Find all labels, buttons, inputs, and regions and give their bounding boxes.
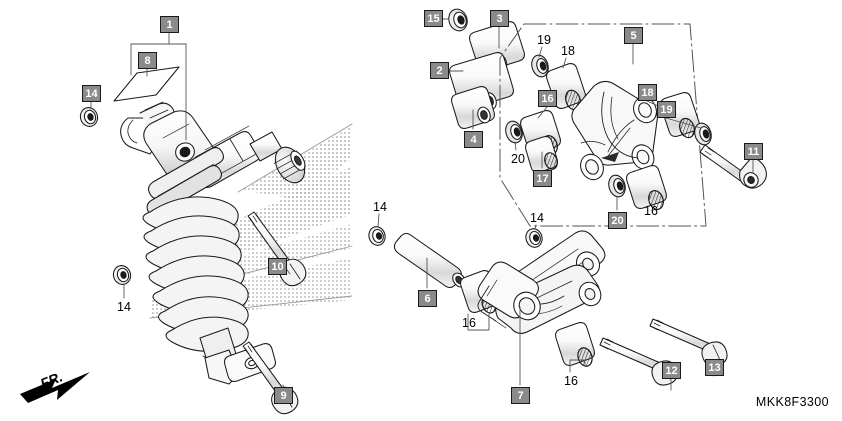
sealing-washer-arm-left [368, 226, 386, 246]
sealing-washer-arm-right [525, 228, 543, 248]
callout-15[interactable]: 15 [424, 10, 443, 27]
callout-4[interactable]: 4 [464, 131, 483, 148]
oil-seal-small-bottom [608, 174, 626, 198]
callout-18[interactable]: 18 [561, 44, 575, 58]
callout-11[interactable]: 11 [744, 143, 763, 160]
link-assembly-group-boundary [499, 23, 707, 227]
callout-5[interactable]: 5 [624, 27, 643, 44]
callout-17[interactable]: 17 [533, 170, 552, 187]
callout-18[interactable]: 18 [638, 84, 657, 101]
distance-collar-short [451, 86, 495, 129]
callout-13[interactable]: 13 [705, 359, 724, 376]
dust-seal-washer [448, 8, 468, 32]
callout-8[interactable]: 8 [138, 52, 157, 69]
callout-7[interactable]: 7 [511, 387, 530, 404]
callout-10[interactable]: 10 [268, 258, 287, 275]
callout-3[interactable]: 3 [490, 10, 509, 27]
shock-link-plate [571, 80, 658, 181]
callout-9[interactable]: 9 [274, 387, 293, 404]
part-number-code: MKK8F3300 [755, 395, 829, 409]
needle-bearing-small [525, 136, 558, 173]
callout-14[interactable]: 14 [373, 200, 387, 214]
callout-2[interactable]: 2 [430, 62, 449, 79]
front-direction-arrow [20, 372, 90, 403]
callout-1[interactable]: 1 [160, 16, 179, 33]
coil-spring [142, 196, 249, 352]
oil-seal-right [694, 122, 712, 146]
callout-16[interactable]: 16 [644, 204, 658, 218]
oil-seal-upper-left [531, 54, 549, 78]
callout-20[interactable]: 20 [511, 152, 525, 166]
socket-cap-bolt [699, 144, 767, 189]
caution-label-plate [113, 66, 180, 102]
callout-14[interactable]: 14 [530, 211, 544, 225]
callout-12[interactable]: 12 [662, 362, 681, 379]
sealing-washer-upper-left [79, 107, 99, 127]
callout-16[interactable]: 16 [462, 316, 476, 330]
oil-seal-small-left [505, 120, 523, 144]
callout-16[interactable]: 16 [538, 90, 557, 107]
callout-19[interactable]: 19 [657, 101, 676, 118]
callout-6[interactable]: 6 [418, 290, 437, 307]
needle-bearing-arm-right [555, 322, 595, 367]
callout-14[interactable]: 14 [82, 85, 101, 102]
shock-arm-fork [477, 230, 606, 334]
callout-16[interactable]: 16 [564, 374, 578, 388]
rear-shock-absorber [120, 101, 307, 385]
callout-14[interactable]: 14 [117, 300, 131, 314]
callout-20[interactable]: 20 [608, 212, 627, 229]
pivot-collar [393, 232, 466, 289]
sealing-washer-lower-left [112, 265, 132, 285]
callout-19[interactable]: 19 [537, 33, 551, 47]
